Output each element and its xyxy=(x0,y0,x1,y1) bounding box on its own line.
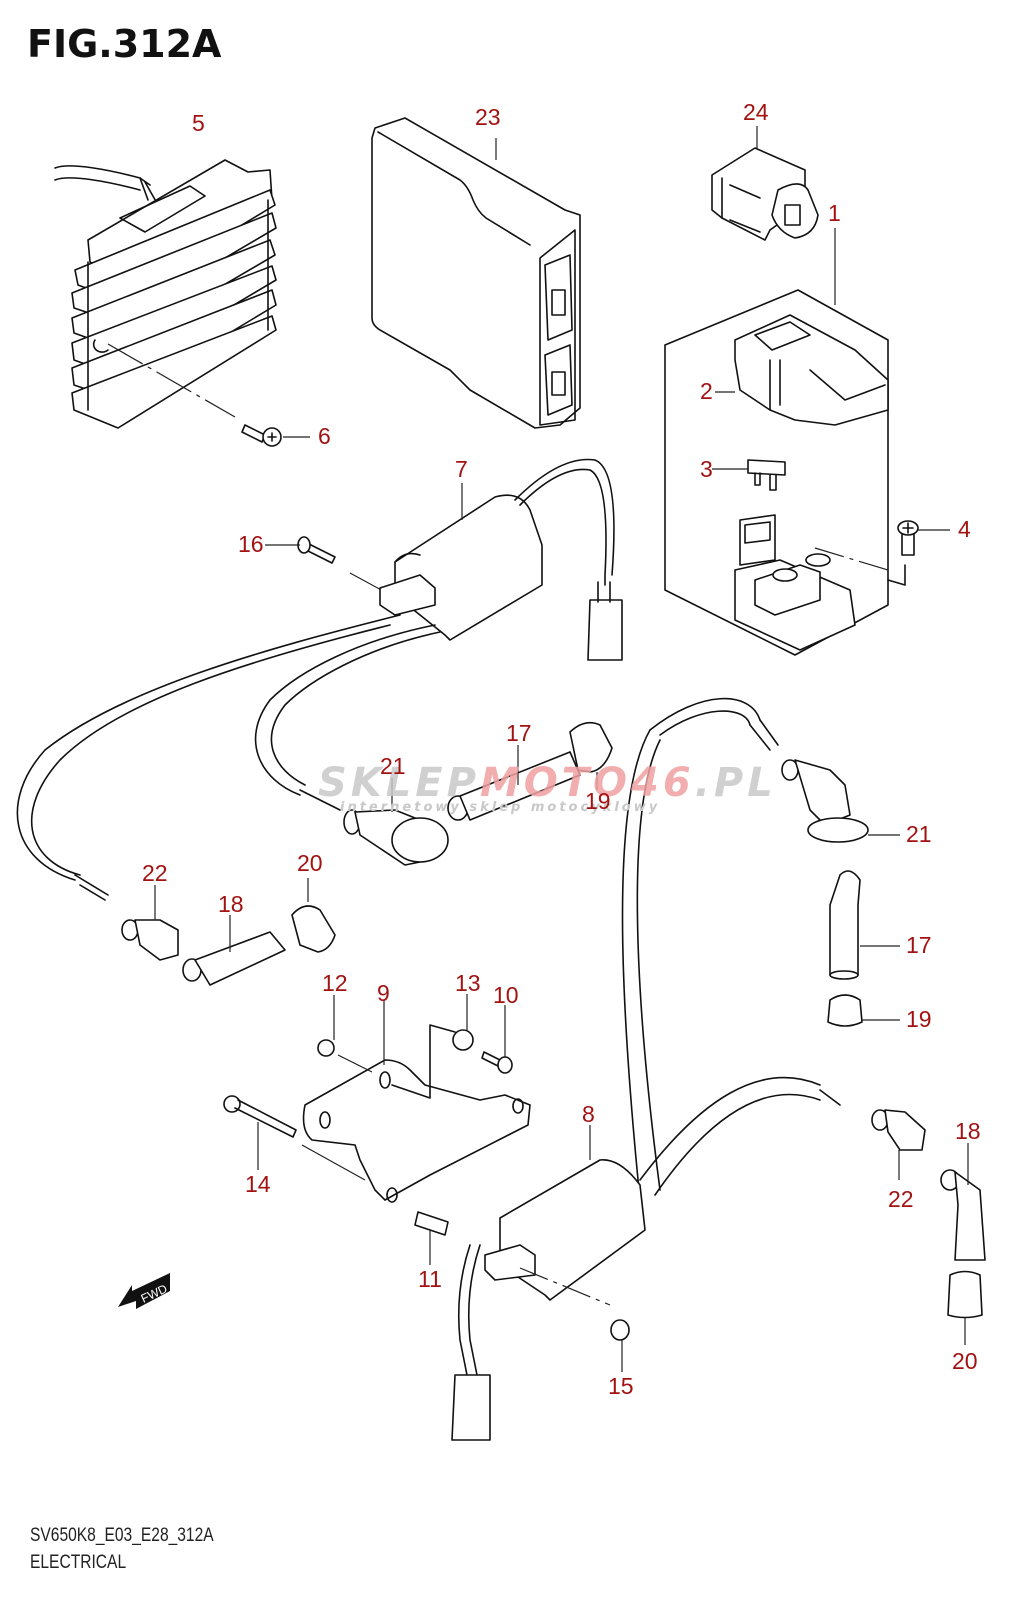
part-23-ecm-unit[interactable] xyxy=(371,117,581,429)
relay-body xyxy=(734,514,889,651)
callout-17-right[interactable]: 17 xyxy=(906,932,932,958)
callout-19-upper[interactable]: 19 xyxy=(585,788,611,814)
part-17-plug-cap-right[interactable] xyxy=(829,870,900,980)
callout-16[interactable]: 16 xyxy=(238,531,264,557)
callout-18-right[interactable]: 18 xyxy=(955,1118,981,1144)
callout-22-right[interactable]: 22 xyxy=(888,1186,914,1212)
callout-20-left[interactable]: 20 xyxy=(297,850,323,876)
part-22-plug-cap-left[interactable] xyxy=(121,885,179,961)
callout-7[interactable]: 7 xyxy=(455,456,468,482)
part-19-seal-upper[interactable] xyxy=(569,721,613,790)
forward-direction-arrow-icon: FWD xyxy=(118,1265,178,1320)
callout-2[interactable]: 2 xyxy=(700,378,713,404)
callout-15[interactable]: 15 xyxy=(608,1373,634,1399)
part-1-starter-relay-assembly[interactable] xyxy=(664,228,889,656)
watermark-brand: SKLEPMOTO46.PL xyxy=(318,760,777,806)
part-8-ignition-coil[interactable] xyxy=(451,1125,646,1441)
part-21-plug-cap-left[interactable] xyxy=(343,778,449,866)
callout-14[interactable]: 14 xyxy=(245,1171,271,1197)
callout-21-left[interactable]: 21 xyxy=(380,753,406,779)
callout-19-right[interactable]: 19 xyxy=(906,1006,932,1032)
callout-18-left[interactable]: 18 xyxy=(218,891,244,917)
part-24-relay[interactable] xyxy=(711,126,819,241)
part-2-relay-cover[interactable] xyxy=(715,314,889,426)
callout-22-left[interactable]: 22 xyxy=(142,860,168,886)
callout-8[interactable]: 8 xyxy=(582,1101,595,1127)
section-name: ELECTRICAL xyxy=(30,1552,127,1573)
callout-10[interactable]: 10 xyxy=(493,982,519,1008)
part-12-collar[interactable] xyxy=(317,995,373,1073)
part-3-fuse[interactable] xyxy=(712,459,786,491)
watermark-part1: SKLEP xyxy=(318,760,480,806)
part-6-bolt[interactable] xyxy=(241,424,310,447)
fwd-label: FWD xyxy=(139,1281,170,1305)
part-16-bolt[interactable] xyxy=(265,536,386,593)
callout-1[interactable]: 1 xyxy=(828,200,841,226)
callout-11[interactable]: 11 xyxy=(418,1266,442,1292)
part-4-bolt[interactable] xyxy=(887,520,950,586)
part-14-bolt[interactable] xyxy=(223,1095,366,1181)
part-13-grommet[interactable] xyxy=(452,994,474,1051)
callout-12[interactable]: 12 xyxy=(322,970,348,996)
callout-24[interactable]: 24 xyxy=(743,99,769,125)
part-20-seal-right[interactable] xyxy=(947,1270,983,1346)
watermark-part2: MOTO46 xyxy=(479,760,695,806)
part-5-regulator-rectifier[interactable] xyxy=(54,159,277,429)
part-21-plug-cap-right[interactable] xyxy=(781,759,900,843)
part-20-seal-left[interactable] xyxy=(291,878,336,953)
callout-20-right[interactable]: 20 xyxy=(952,1348,978,1374)
callout-4[interactable]: 4 xyxy=(958,516,971,542)
part-18-plug-cap-left[interactable] xyxy=(182,915,286,986)
callout-5[interactable]: 5 xyxy=(192,110,205,136)
part-10-bolt[interactable] xyxy=(481,1005,513,1074)
watermark-suffix: .PL xyxy=(694,760,777,806)
callout-3[interactable]: 3 xyxy=(700,456,713,482)
callout-9[interactable]: 9 xyxy=(377,980,390,1006)
high-tension-leads xyxy=(16,614,841,1201)
callout-13[interactable]: 13 xyxy=(455,970,481,996)
callout-23[interactable]: 23 xyxy=(475,104,501,130)
part-11-collar[interactable] xyxy=(414,1211,449,1265)
callout-21-right[interactable]: 21 xyxy=(906,821,932,847)
watermark-tagline: internetowy sklep motocyklowy xyxy=(340,800,661,815)
part-22-plug-cap-right[interactable] xyxy=(871,1109,926,1180)
part-9-bracket[interactable] xyxy=(302,1000,531,1203)
figure-title: FIG.312A xyxy=(27,22,222,66)
callout-6[interactable]: 6 xyxy=(318,423,331,449)
part-7-ignition-coil[interactable] xyxy=(379,458,623,661)
part-19-seal-right[interactable] xyxy=(827,994,900,1027)
part-18-plug-cap-right[interactable] xyxy=(940,1143,986,1261)
callout-17-upper[interactable]: 17 xyxy=(506,720,532,746)
part-17-plug-cap-upper[interactable] xyxy=(447,745,581,821)
model-code: SV650K8_E03_E28_312A xyxy=(30,1525,214,1546)
part-15-nut[interactable] xyxy=(610,1319,630,1372)
